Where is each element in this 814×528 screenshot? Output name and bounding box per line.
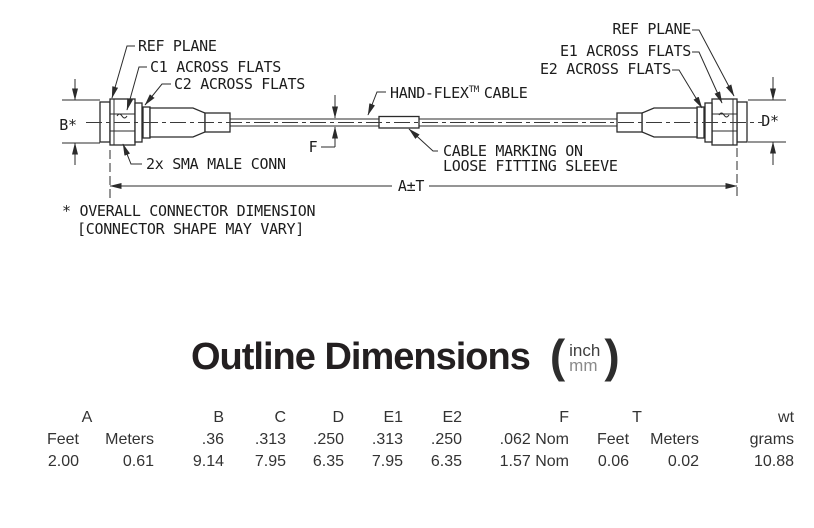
col-header-E2: E2 — [442, 409, 463, 426]
table-mm-row: 2.00 0.61 9.14 7.95 6.35 7.95 6.35 1.57 … — [20, 451, 800, 473]
dim-d-label: D* — [761, 112, 778, 130]
cell-wt-grams: 10.88 — [753, 453, 795, 470]
table-header-row: A B C D E1 E2 F T wt — [20, 407, 800, 429]
units-legend: ( inch mm ) — [549, 329, 620, 382]
flats-squiggle-right — [718, 112, 730, 118]
col-header-T: T — [632, 409, 642, 426]
page-title: Outline Dimensions — [191, 336, 531, 378]
e1-across-flats-label: E1 ACROSS FLATS — [560, 42, 691, 60]
cell-c-inch: .313 — [254, 431, 287, 448]
dim-d-star: D* — [748, 77, 786, 165]
e2-across-flats-label: E2 ACROSS FLATS — [540, 60, 671, 78]
paren-close: ) — [604, 329, 620, 382]
cable-marking-label-1: CABLE MARKING ON — [443, 142, 583, 160]
table-inch-row: Feet Meters .36 .313 .250 .313 .250 .062… — [20, 429, 800, 451]
col-header-A: A — [81, 409, 93, 426]
dim-a-label: A±T — [398, 177, 424, 195]
col-header-D: D — [332, 409, 345, 426]
dim-f: F — [309, 95, 338, 156]
cable-marking-callout: CABLE MARKING ON LOOSE FITTING SLEEVE — [408, 128, 618, 175]
cell-a-meters-unit: Meters — [105, 431, 155, 448]
cell-f-inch: .062 Nom — [499, 431, 570, 448]
cell-a-feet-unit: Feet — [46, 431, 79, 448]
cell-wt-unit: grams — [749, 431, 795, 448]
c1-across-flats-label: C1 ACROSS FLATS — [150, 58, 281, 76]
left-callouts: REF PLANE C1 ACROSS FLATS C2 ACROSS FLAT… — [111, 37, 306, 173]
dim-b-label: B* — [59, 116, 76, 134]
col-header-E1: E1 — [383, 409, 404, 426]
flats-squiggle-left — [116, 113, 128, 119]
cell-a-meters: 0.61 — [122, 453, 155, 470]
dim-f-label: F — [309, 138, 318, 156]
cell-e2-mm: 6.35 — [430, 453, 463, 470]
cable-outline-drawing: B* D* F A±T REF PLANE — [59, 20, 786, 238]
cell-d-inch: .250 — [312, 431, 345, 448]
paren-open: ( — [549, 329, 566, 382]
cable-marking-label-2: LOOSE FITTING SLEEVE — [443, 157, 618, 175]
unit-inch: inch — [569, 340, 601, 360]
cell-b-mm: 9.14 — [192, 453, 225, 470]
note-line-2: [CONNECTOR SHAPE MAY VARY] — [77, 220, 304, 238]
unit-stack: inch mm — [569, 340, 601, 375]
cell-b-inch: .36 — [201, 431, 225, 448]
cell-f-mm: 1.57 Nom — [499, 453, 570, 470]
cell-t-meters: 0.02 — [667, 453, 700, 470]
cell-e1-inch: .313 — [371, 431, 404, 448]
ref-plane-left-label: REF PLANE — [138, 37, 217, 55]
cell-t-feet: 0.06 — [597, 453, 630, 470]
cell-t-meters-unit: Meters — [650, 431, 700, 448]
dimensions-table: A B C D E1 E2 F T wt Feet Meters .36 .31… — [20, 407, 800, 473]
note-line-1: * OVERALL CONNECTOR DIMENSION — [62, 202, 315, 220]
dim-b-star: B* — [59, 79, 100, 165]
c2-across-flats-label: C2 ACROSS FLATS — [174, 75, 305, 93]
left-sma-connector — [99, 98, 231, 146]
cell-t-feet-unit: Feet — [597, 431, 630, 448]
drawing-footnote: * OVERALL CONNECTOR DIMENSION [CONNECTOR… — [62, 202, 316, 238]
cell-e2-inch: .250 — [430, 431, 463, 448]
cell-a-feet: 2.00 — [47, 453, 79, 470]
section-title: Outline Dimensions ( inch mm ) — [191, 329, 620, 382]
ref-plane-right-label: REF PLANE — [612, 20, 691, 38]
right-callouts: REF PLANE E1 ACROSS FLATS E2 ACROSS FLAT… — [540, 20, 735, 109]
dim-a-tol: A±T — [109, 148, 738, 199]
right-sma-connector — [616, 98, 748, 146]
col-header-C: C — [274, 409, 287, 426]
col-header-wt: wt — [778, 409, 795, 426]
cell-c-mm: 7.95 — [254, 453, 287, 470]
col-header-B: B — [213, 409, 225, 426]
cell-d-mm: 6.35 — [312, 453, 345, 470]
col-header-F: F — [559, 409, 570, 426]
sma-male-conn-label: 2x SMA MALE CONN — [146, 155, 286, 173]
unit-mm: mm — [569, 355, 598, 375]
cell-e1-mm: 7.95 — [371, 453, 404, 470]
